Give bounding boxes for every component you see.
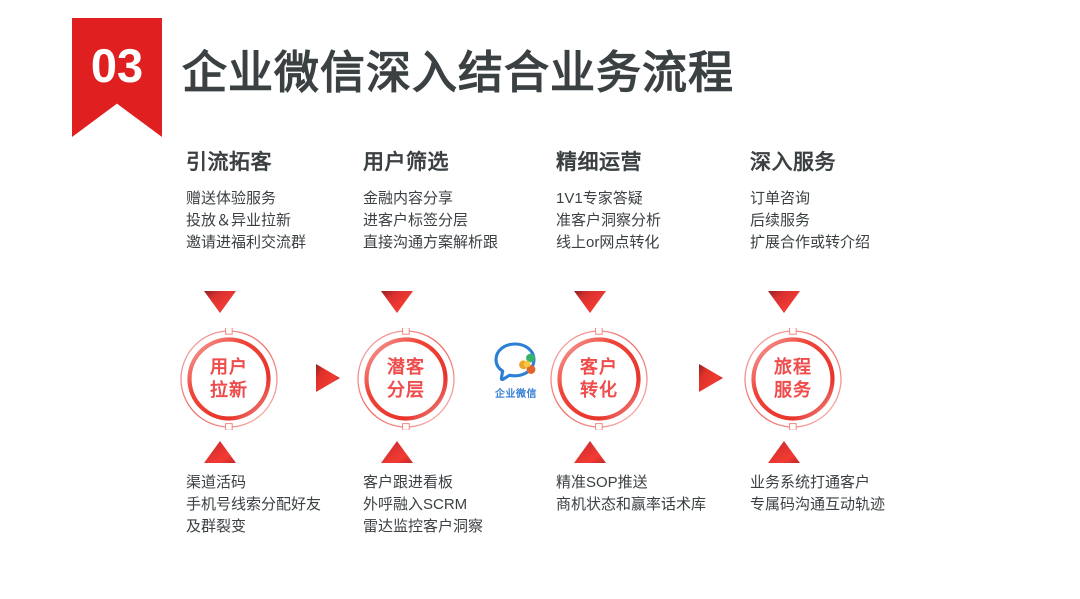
- column-bottom-text: 精准SOP推送 商机状态和赢率话术库: [556, 472, 766, 516]
- speech-bubble-icon: [494, 342, 536, 382]
- column-bottom-text: 渠道活码 手机号线索分配好友 及群裂变: [186, 472, 396, 538]
- flow-column-2: 用户筛选 金融内容分享 进客户标签分层 直接沟通方案解析跟 潜客 分层: [357, 150, 563, 535]
- stage-circle: 用户 拉新: [178, 328, 280, 430]
- column-top-text: 赠送体验服务 投放＆异业拉新 邀请进福利交流群: [186, 188, 386, 254]
- column-top-text: 订单咨询 后续服务 扩展合作或转介绍: [750, 188, 950, 254]
- top-line: 直接沟通方案解析跟: [363, 234, 499, 251]
- triangle-up-icon: [573, 440, 607, 464]
- stage-circle-label: 用户 拉新: [178, 328, 280, 430]
- circle-line: 用户: [210, 357, 248, 377]
- circle-line: 客户: [580, 357, 618, 377]
- column-top-text: 1V1专家答疑 准客户洞察分析 线上or网点转化: [556, 188, 756, 254]
- stage-circle-label: 潜客 分层: [355, 328, 457, 430]
- column-bottom-text: 业务系统打通客户 专属码沟通互动轨迹: [750, 472, 960, 516]
- bottom-line: 及群裂变: [186, 518, 247, 535]
- page-header: 03 企业微信深入结合业务流程: [0, 0, 1080, 150]
- flow-column-4: 深入服务 订单咨询 后续服务 扩展合作或转介绍 旅程 服务: [744, 150, 950, 513]
- top-line: 扩展合作或转介绍: [750, 234, 871, 251]
- wework-logo-text: 企业微信: [495, 389, 537, 400]
- circle-line: 分层: [387, 380, 425, 400]
- arrow-right-icon: [315, 363, 341, 393]
- top-line: 线上or网点转化: [556, 234, 660, 251]
- circle-line: 拉新: [210, 380, 248, 400]
- bottom-line: 手机号线索分配好友: [186, 496, 322, 513]
- bottom-line: 外呼融入SCRM: [363, 496, 468, 513]
- triangle-down-icon: [767, 290, 801, 314]
- column-heading: 用户筛选: [363, 151, 449, 174]
- bottom-line: 业务系统打通客户: [750, 474, 871, 491]
- page-title: 企业微信深入结合业务流程: [182, 47, 735, 98]
- top-line: 投放＆异业拉新: [186, 212, 292, 229]
- stage-circle: 潜客 分层: [355, 328, 457, 430]
- bottom-line: 客户跟进看板: [363, 474, 454, 491]
- triangle-down-icon: [203, 290, 237, 314]
- column-heading: 引流拓客: [186, 151, 272, 174]
- top-line: 邀请进福利交流群: [186, 234, 307, 251]
- ribbon-banner: 03: [72, 18, 162, 137]
- section-number: 03: [90, 39, 144, 92]
- triangle-down-icon: [573, 290, 607, 314]
- top-line: 赠送体验服务: [186, 190, 277, 207]
- triangle-down-icon: [380, 290, 414, 314]
- circle-line: 潜客: [387, 357, 425, 377]
- top-line: 1V1专家答疑: [556, 190, 643, 207]
- bottom-line: 精准SOP推送: [556, 474, 648, 491]
- arrow-right-icon: [698, 363, 724, 393]
- top-line: 订单咨询: [750, 190, 811, 207]
- bottom-line: 渠道活码: [186, 474, 247, 491]
- bottom-line: 专属码沟通互动轨迹: [750, 496, 886, 513]
- triangle-up-icon: [203, 440, 237, 464]
- column-bottom-text: 客户跟进看板 外呼融入SCRM 雷达监控客户洞察: [363, 472, 573, 538]
- stage-circle: 旅程 服务: [742, 328, 844, 430]
- top-line: 准客户洞察分析: [556, 212, 662, 229]
- circle-line: 服务: [774, 380, 812, 400]
- top-line: 金融内容分享: [363, 190, 454, 207]
- column-heading: 深入服务: [750, 151, 836, 174]
- column-top-text: 金融内容分享 进客户标签分层 直接沟通方案解析跟: [363, 188, 563, 254]
- stage-circle-label: 旅程 服务: [742, 328, 844, 430]
- circle-line: 转化: [580, 380, 618, 400]
- triangle-up-icon: [767, 440, 801, 464]
- flow-diagram: 引流拓客 赠送体验服务 投放＆异业拉新 邀请进福利交流群: [0, 150, 1080, 599]
- bottom-line: 雷达监控客户洞察: [363, 518, 484, 535]
- top-line: 进客户标签分层: [363, 212, 469, 229]
- triangle-up-icon: [380, 440, 414, 464]
- top-line: 后续服务: [750, 212, 811, 229]
- bottom-line: 商机状态和赢率话术库: [556, 496, 707, 513]
- wework-logo: 企业微信: [484, 340, 548, 406]
- circle-line: 旅程: [774, 357, 812, 377]
- stage-circle: 客户 转化: [548, 328, 650, 430]
- flow-column-3: 精细运营 1V1专家答疑 准客户洞察分析 线上or网点转化 客户 转化: [550, 150, 756, 513]
- flow-column-1: 引流拓客 赠送体验服务 投放＆异业拉新 邀请进福利交流群: [180, 150, 386, 535]
- stage-circle-label: 客户 转化: [548, 328, 650, 430]
- column-heading: 精细运营: [556, 151, 642, 174]
